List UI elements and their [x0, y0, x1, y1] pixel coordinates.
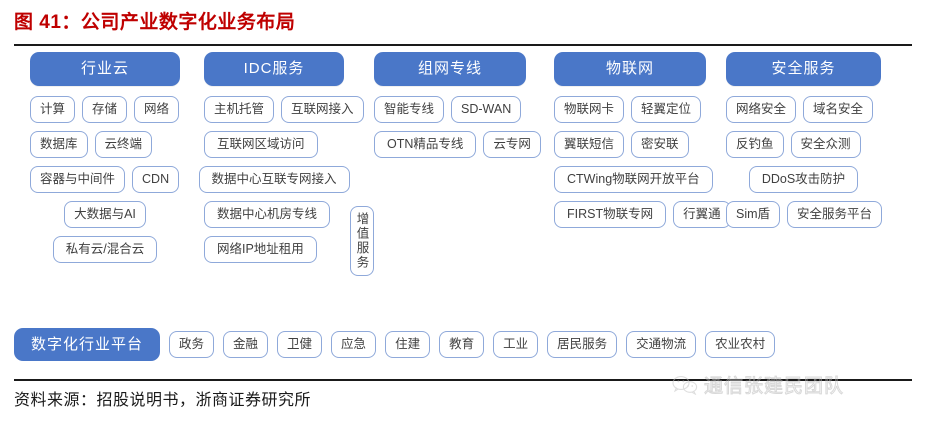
pill-row: OTN精品专线云专网: [374, 131, 541, 158]
service-pill[interactable]: 行翼通: [673, 201, 731, 228]
platform-header: 数字化行业平台: [14, 328, 160, 361]
pill-row: 物联网卡轻翼定位: [554, 96, 706, 123]
pill-row: 翼联短信密安联: [554, 131, 706, 158]
service-pill[interactable]: 翼联短信: [554, 131, 625, 158]
pill-row: 反钓鱼安全众测: [726, 131, 881, 158]
pill-row: 计算存储网络: [30, 96, 180, 123]
platform-pill[interactable]: 农业农村: [705, 331, 776, 358]
service-pill[interactable]: 安全服务平台: [787, 201, 883, 228]
vertical-service-pill[interactable]: 增值服务: [350, 206, 374, 276]
pill-row: 互联网区域访问: [204, 131, 344, 158]
column-header-3[interactable]: 组网专线: [374, 52, 526, 86]
platform-pill[interactable]: 政务: [169, 331, 215, 358]
page-title: 图 41：公司产业数字化业务布局: [14, 12, 296, 33]
column-header-1[interactable]: 行业云: [30, 52, 180, 86]
pill-row: CTWing物联网开放平台: [554, 166, 713, 193]
pill-row: 数据中心互联专网接入: [198, 166, 350, 193]
service-pill[interactable]: CDN: [132, 166, 180, 193]
platform-pill[interactable]: 卫健: [277, 331, 323, 358]
service-pill[interactable]: 安全众测: [790, 131, 861, 158]
platform-item-list: 政务金融卫健应急住建教育工业居民服务交通物流农业农村: [169, 331, 776, 358]
column-header-5[interactable]: 安全服务: [726, 52, 881, 86]
service-pill[interactable]: 云终端: [94, 131, 153, 158]
service-pill[interactable]: 互联网接入: [281, 96, 364, 123]
service-pill[interactable]: DDoS攻击防护: [748, 166, 859, 193]
column-2: IDC服务主机托管互联网接入互联网区域访问数据中心互联专网接入数据中心机房专线网…: [198, 52, 374, 276]
platform-strip: 数字化行业平台 政务金融卫健应急住建教育工业居民服务交通物流农业农村: [14, 328, 776, 361]
source-note: 资料来源：招股说明书，浙商证券研究所: [14, 392, 312, 409]
column-header-4[interactable]: 物联网: [554, 52, 706, 86]
column-header-2[interactable]: IDC服务: [204, 52, 344, 86]
watermark-text: 通信张建民团队: [703, 376, 845, 398]
pill-row: 主机托管互联网接入: [204, 96, 364, 123]
title-divider: [14, 44, 912, 46]
service-pill[interactable]: 数据库: [30, 131, 88, 158]
platform-pill[interactable]: 居民服务: [547, 331, 618, 358]
service-pill[interactable]: 云专网: [483, 131, 541, 158]
service-pill[interactable]: 反钓鱼: [726, 131, 784, 158]
service-pill[interactable]: 存储: [82, 96, 128, 123]
pill-row: DDoS攻击防护: [726, 166, 881, 193]
service-pill[interactable]: 网络IP地址租用: [204, 236, 317, 263]
service-pill[interactable]: 域名安全: [803, 96, 874, 123]
service-pill[interactable]: 物联网卡: [554, 96, 625, 123]
service-pill[interactable]: 网络安全: [726, 96, 797, 123]
service-pill[interactable]: 网络: [134, 96, 180, 123]
service-pill[interactable]: SD-WAN: [451, 96, 522, 123]
platform-pill[interactable]: 金融: [223, 331, 269, 358]
service-pill[interactable]: 密安联: [631, 131, 689, 158]
service-pill[interactable]: 主机托管: [204, 96, 275, 123]
column-rows: 主机托管互联网接入互联网区域访问数据中心互联专网接入数据中心机房专线网络IP地址…: [198, 96, 364, 263]
wechat-bubble-icon: [672, 375, 698, 395]
pill-row: 数据中心机房专线: [204, 201, 344, 228]
pill-row: FIRST物联专网行翼通: [554, 201, 731, 228]
platform-pill[interactable]: 工业: [493, 331, 539, 358]
footer-divider: [14, 379, 912, 381]
title-container: 图 41：公司产业数字化业务布局: [14, 10, 912, 36]
pill-row: 私有云/混合云: [30, 236, 180, 263]
platform-pill[interactable]: 住建: [385, 331, 431, 358]
service-pill[interactable]: FIRST物联专网: [554, 201, 667, 228]
pill-row: 大数据与AI: [30, 201, 180, 228]
watermark: 通信张建民团队: [672, 371, 844, 398]
platform-pill[interactable]: 交通物流: [626, 331, 697, 358]
pill-row: 网络安全域名安全: [726, 96, 881, 123]
service-pill[interactable]: 轻翼定位: [631, 96, 702, 123]
pill-row: 网络IP地址租用: [204, 236, 344, 263]
service-pill[interactable]: CTWing物联网开放平台: [554, 166, 713, 193]
platform-pill[interactable]: 教育: [439, 331, 485, 358]
service-pill[interactable]: 数据中心机房专线: [204, 201, 331, 228]
service-pill[interactable]: 容器与中间件: [30, 166, 126, 193]
service-pill[interactable]: 数据中心互联专网接入: [198, 166, 350, 193]
pill-row: 数据库云终端: [30, 131, 180, 158]
service-pill[interactable]: 计算: [30, 96, 76, 123]
service-pill[interactable]: 私有云/混合云: [52, 236, 158, 263]
service-pill[interactable]: 智能专线: [374, 96, 445, 123]
pill-row: Sim盾安全服务平台: [726, 201, 883, 228]
service-pill[interactable]: OTN精品专线: [374, 131, 477, 158]
platform-pill[interactable]: 应急: [331, 331, 377, 358]
service-pill[interactable]: 互联网区域访问: [204, 131, 318, 158]
service-pill[interactable]: 大数据与AI: [64, 201, 146, 228]
service-pill[interactable]: Sim盾: [726, 201, 781, 228]
